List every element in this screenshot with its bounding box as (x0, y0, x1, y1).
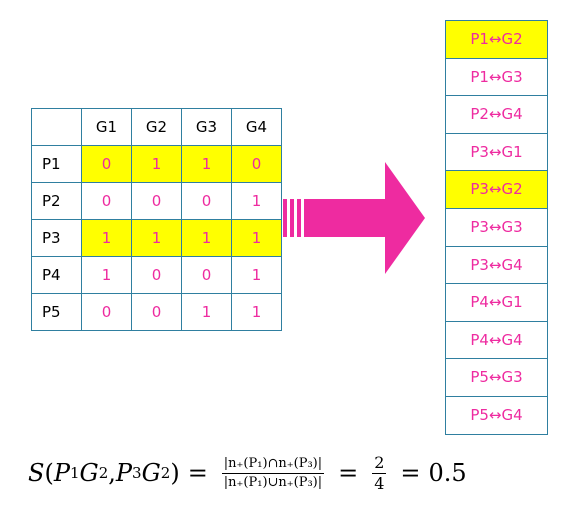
column-header: G1 (81, 108, 132, 146)
pair-item: P1↔G2 (446, 21, 547, 59)
matrix-cell: 1 (131, 219, 182, 257)
matrix-cell: 0 (81, 182, 132, 220)
matrix-cell: 0 (131, 182, 182, 220)
matrix-cell: 1 (231, 219, 282, 257)
row-header: P4 (31, 256, 82, 294)
matrix-cell: 0 (131, 293, 182, 331)
pair-item: P3↔G3 (446, 209, 547, 247)
matrix-corner-cell (31, 108, 82, 146)
row-header: P1 (31, 145, 82, 183)
pair-item: P3↔G1 (446, 134, 547, 172)
column-header: G3 (181, 108, 232, 146)
column-header: G4 (231, 108, 282, 146)
matrix-cell: 0 (181, 256, 232, 294)
pair-item: P4↔G4 (446, 322, 547, 360)
pair-item: P5↔G3 (446, 359, 547, 397)
right-arrow-icon (283, 162, 425, 274)
formula-s: S (28, 459, 45, 487)
matrix-cell: 0 (81, 293, 132, 331)
matrix-cell: 1 (81, 256, 132, 294)
matrix-cell: 1 (181, 293, 232, 331)
matrix-cell: 1 (181, 219, 232, 257)
set-ratio-fraction: |n₊(P₁)∩n₊(P₃)| |n₊(P₁)∪n₊(P₃)| (221, 455, 325, 492)
matrix-cell: 1 (131, 145, 182, 183)
matrix-cell: 0 (231, 145, 282, 183)
matrix-cell: 1 (231, 293, 282, 331)
matrix-cell: 1 (81, 219, 132, 257)
value-fraction: 2 4 (372, 452, 387, 493)
pair-item: P3↔G4 (446, 247, 547, 285)
pair-item: P5↔G4 (446, 397, 547, 435)
matrix-cell: 1 (231, 182, 282, 220)
pair-item: P3↔G2 (446, 171, 547, 209)
row-header: P5 (31, 293, 82, 331)
fraction-denominator: |n₊(P₁)∪n₊(P₃)| (223, 474, 323, 490)
matrix-cell: 0 (131, 256, 182, 294)
row-header: P3 (31, 219, 82, 257)
column-header: G2 (131, 108, 182, 146)
matrix-cell: 1 (231, 256, 282, 294)
matrix-cell: 1 (181, 145, 232, 183)
matrix-cell: 0 (81, 145, 132, 183)
fraction-numerator: |n₊(P₁)∩n₊(P₃)| (223, 455, 323, 471)
pair-item: P2↔G4 (446, 96, 547, 134)
matrix-cell: 0 (181, 182, 232, 220)
row-header: P2 (31, 182, 82, 220)
formula-result: 0.5 (428, 459, 467, 487)
pair-item: P1↔G3 (446, 59, 547, 97)
pair-item: P4↔G1 (446, 284, 547, 322)
